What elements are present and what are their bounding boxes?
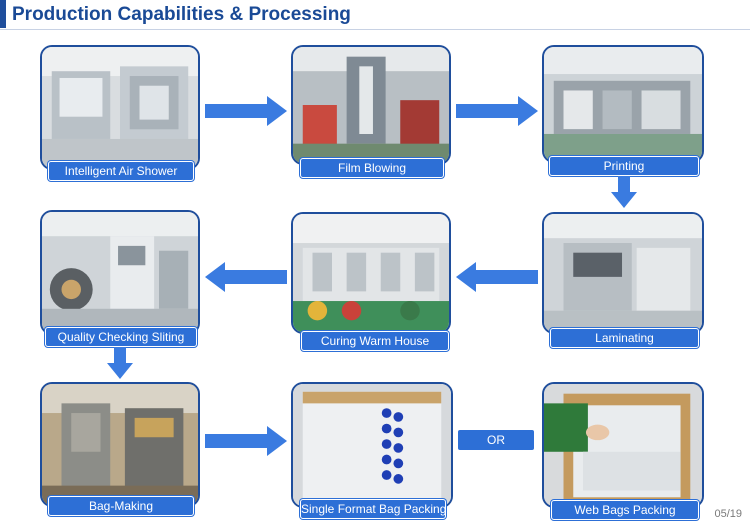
title-accent-bar bbox=[0, 0, 6, 28]
printing-photo bbox=[542, 45, 704, 163]
label-film-blowing: Film Blowing bbox=[300, 158, 444, 178]
label-intelligent-air-shower: Intelligent Air Shower bbox=[48, 161, 194, 181]
label-single-format-bag-packing: Single Format Bag Packing bbox=[300, 499, 446, 519]
single-bag-box-photo bbox=[291, 382, 453, 508]
arrow-down-2 bbox=[107, 347, 133, 379]
arrow-right-2 bbox=[456, 96, 538, 126]
title-divider bbox=[0, 29, 750, 30]
page-title: Production Capabilities & Processing bbox=[12, 4, 351, 25]
label-printing: Printing bbox=[549, 156, 699, 176]
curing-room-photo bbox=[291, 212, 451, 334]
air-shower-photo bbox=[40, 45, 200, 170]
arrow-left-1 bbox=[456, 262, 538, 292]
label-curing-warm-house: Curing Warm House bbox=[301, 331, 449, 351]
laminating-photo bbox=[542, 212, 704, 334]
web-bags-photo bbox=[542, 382, 704, 508]
slitting-photo bbox=[40, 210, 200, 335]
arrow-left-2 bbox=[205, 262, 287, 292]
or-connector: OR bbox=[458, 430, 534, 450]
label-bag-making: Bag-Making bbox=[48, 496, 194, 516]
film-blowing-photo bbox=[291, 45, 451, 165]
arrow-right-3 bbox=[205, 426, 287, 456]
label-web-bags-packing: Web Bags Packing bbox=[551, 500, 699, 520]
label-quality-checking-sliting: Quality Checking Sliting bbox=[45, 327, 197, 347]
page-number: 05/19 bbox=[714, 508, 742, 520]
bag-making-photo bbox=[40, 382, 200, 507]
arrow-right-1 bbox=[205, 96, 287, 126]
arrow-down-1 bbox=[611, 176, 637, 208]
label-laminating: Laminating bbox=[550, 328, 699, 348]
